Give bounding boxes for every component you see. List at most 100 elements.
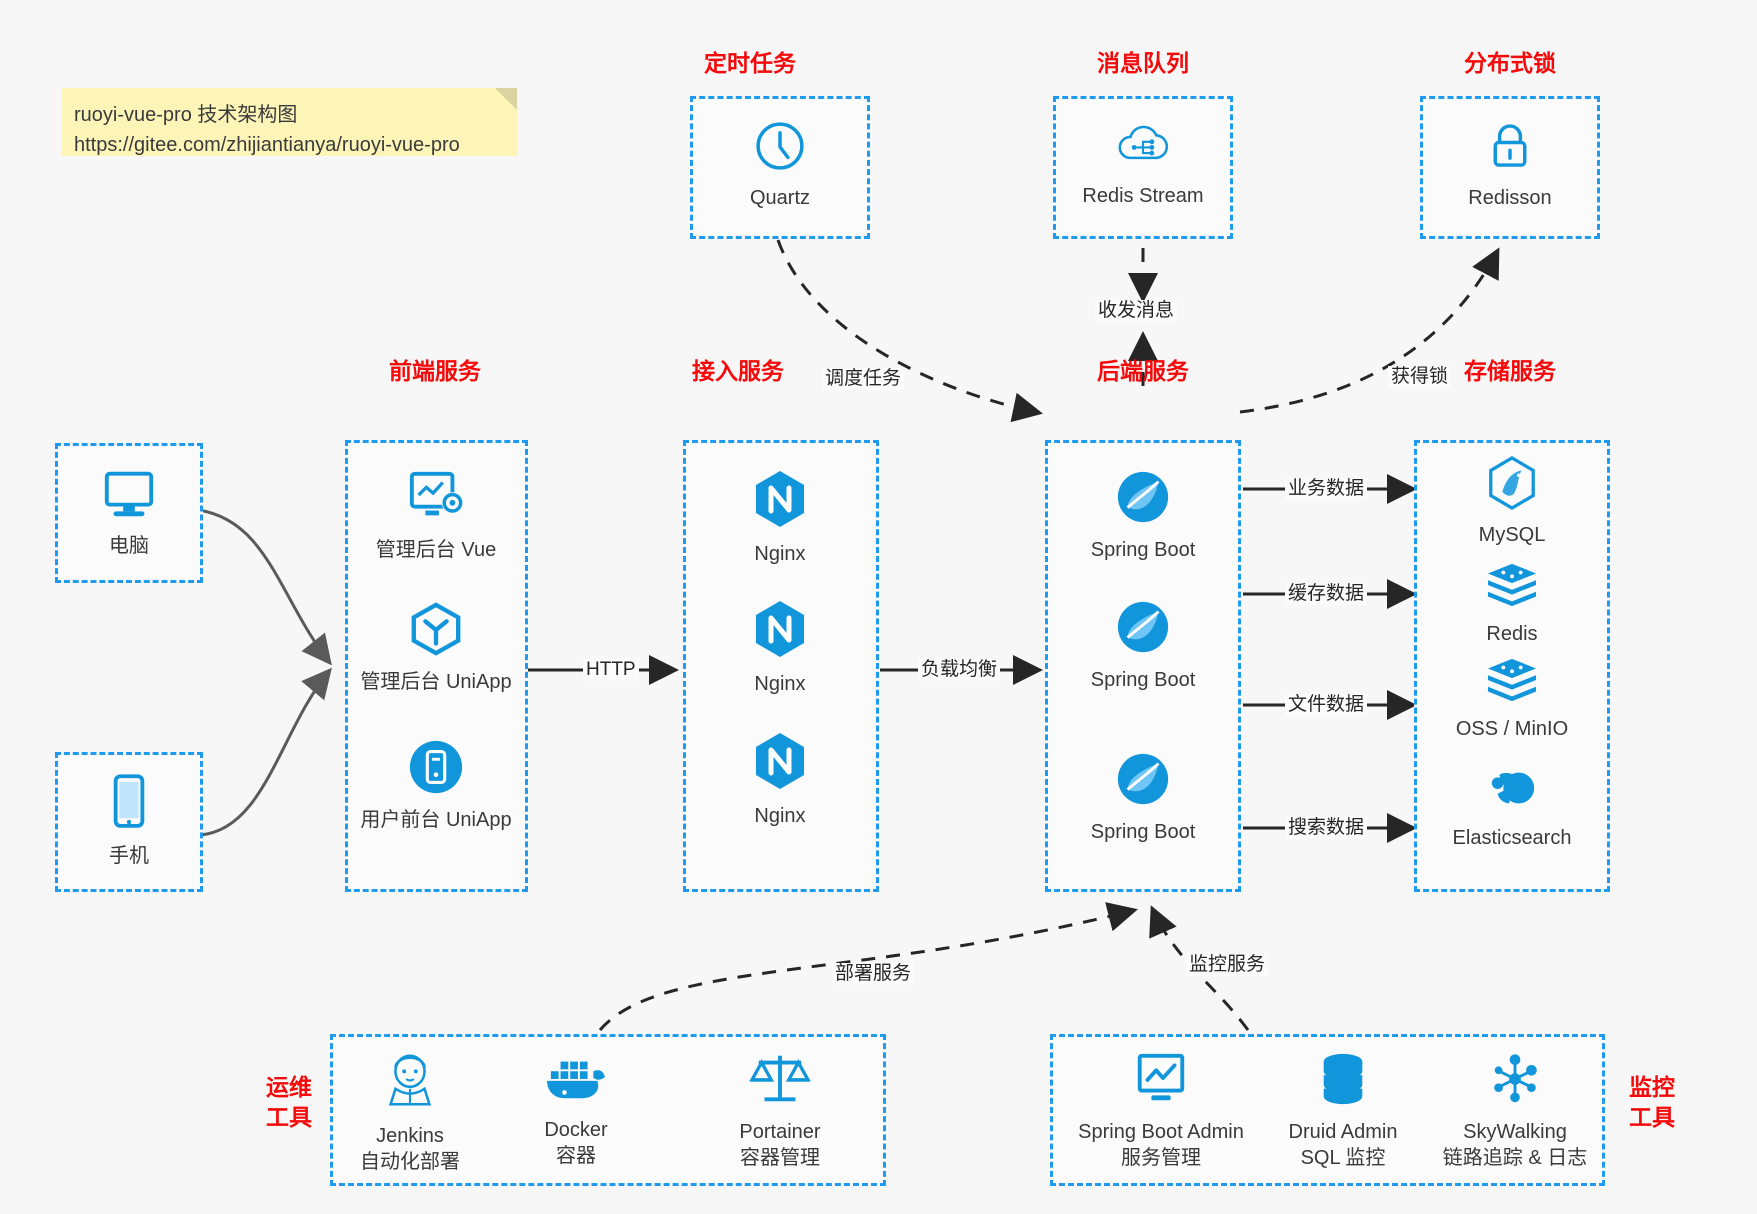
edge-label-schedule-task: 调度任务 <box>822 368 905 390</box>
group-box-message-queue <box>1053 96 1233 239</box>
node-admin-uniapp[interactable]: 管理后台 UniApp <box>356 600 516 695</box>
node-nginx-2[interactable]: Nginx <box>700 598 860 697</box>
node-label: Nginx <box>754 673 806 695</box>
edge-label-monitor-service: 监控服务 <box>1186 954 1269 976</box>
group-box-distributed-lock <box>1420 96 1600 239</box>
group-title-message-queue: 消息队列 <box>1097 50 1189 76</box>
node-spring-boot-1[interactable]: Spring Boot <box>1063 468 1223 563</box>
redis-icon <box>1484 560 1540 615</box>
node-skywalking[interactable]: SkyWalking 链路追踪 & 日志 <box>1420 1050 1610 1171</box>
node-jenkins[interactable]: Jenkins 自动化部署 <box>330 1050 490 1175</box>
spring-boot-icon <box>1114 750 1172 813</box>
edge-label-business-data: 业务数据 <box>1285 478 1368 500</box>
node-label: 电脑 <box>109 535 149 557</box>
group-title-gateway: 接入服务 <box>692 358 784 384</box>
diagram-note: ruoyi-vue-pro 技术架构图 https://gitee.com/zh… <box>62 88 517 156</box>
uniapp-cube-icon <box>408 600 464 663</box>
node-label: Nginx <box>754 543 806 565</box>
group-title-scheduled-tasks: 定时任务 <box>704 50 796 76</box>
edge-label-acquire-lock: 获得锁 <box>1388 366 1452 388</box>
cloud-stream-icon <box>1114 118 1172 177</box>
node-druid-admin[interactable]: Druid Admin SQL 监控 <box>1263 1050 1423 1171</box>
node-label: Spring Boot <box>1090 821 1196 843</box>
edge-label-search-data: 搜索数据 <box>1285 817 1368 839</box>
node-sublabel: 容器管理 <box>740 1147 820 1169</box>
node-label: SkyWalking <box>1463 1121 1567 1143</box>
note-title: ruoyi-vue-pro 技术架构图 <box>74 104 298 126</box>
node-label: 管理后台 UniApp <box>360 671 512 693</box>
node-user-uniapp[interactable]: 用户前台 UniApp <box>356 738 516 833</box>
group-title-devops-line1: 运维 <box>266 1074 312 1100</box>
node-nginx-3[interactable]: Nginx <box>700 730 860 829</box>
group-title-monitor-line2: 工具 <box>1629 1104 1675 1130</box>
node-nginx-1[interactable]: Nginx <box>700 468 860 567</box>
spring-boot-icon <box>1114 598 1172 661</box>
mysql-icon <box>1485 455 1539 516</box>
node-label: Spring Boot <box>1090 669 1196 691</box>
node-spring-boot-admin[interactable]: Spring Boot Admin 服务管理 <box>1066 1050 1256 1171</box>
node-sublabel: 服务管理 <box>1121 1147 1201 1169</box>
oss-icon <box>1484 655 1540 710</box>
group-title-monitor: 监控 工具 <box>1617 1072 1687 1132</box>
lock-icon <box>1484 118 1536 179</box>
node-sublabel: 链路追踪 & 日志 <box>1442 1147 1588 1169</box>
node-label: Redis <box>1486 623 1538 645</box>
dashboard-icon <box>404 468 468 531</box>
node-spring-boot-2[interactable]: Spring Boot <box>1063 598 1223 693</box>
node-phone[interactable]: 手机 <box>49 772 209 869</box>
node-pc[interactable]: 电脑 <box>49 466 209 559</box>
group-title-frontend: 前端服务 <box>389 358 481 384</box>
node-quartz[interactable]: Quartz <box>700 118 860 211</box>
note-fold-corner <box>495 88 517 110</box>
node-redisson[interactable]: Redisson <box>1430 118 1590 211</box>
node-label: Jenkins <box>376 1125 444 1147</box>
database-icon <box>1315 1050 1371 1113</box>
node-admin-vue[interactable]: 管理后台 Vue <box>356 468 516 563</box>
group-title-devops: 运维 工具 <box>254 1072 324 1132</box>
node-label: Spring Boot Admin <box>1078 1121 1244 1143</box>
node-label: OSS / MinIO <box>1455 718 1569 740</box>
group-title-distributed-lock: 分布式锁 <box>1464 50 1556 76</box>
node-sublabel: 容器 <box>556 1145 596 1167</box>
node-label: Portainer <box>739 1121 821 1143</box>
edge-label-file-data: 文件数据 <box>1285 694 1368 716</box>
node-label: Nginx <box>754 805 806 827</box>
nginx-icon <box>751 730 809 797</box>
edge-label-deploy-service: 部署服务 <box>832 963 915 985</box>
mobile-icon <box>108 772 150 837</box>
node-label: Elasticsearch <box>1452 827 1572 849</box>
node-redis[interactable]: Redis <box>1432 560 1592 647</box>
node-elasticsearch[interactable]: Elasticsearch <box>1432 762 1592 851</box>
node-redis-stream[interactable]: Redis Stream <box>1063 118 1223 209</box>
node-label: Redisson <box>1468 187 1552 209</box>
nginx-icon <box>751 598 809 665</box>
node-mysql[interactable]: MySQL <box>1432 455 1592 548</box>
clock-icon <box>752 118 808 179</box>
node-label: Docker <box>544 1119 608 1141</box>
node-spring-boot-3[interactable]: Spring Boot <box>1063 750 1223 845</box>
edge-label-cache-data: 缓存数据 <box>1285 583 1368 605</box>
node-label: Druid Admin <box>1288 1121 1398 1143</box>
node-label: Quartz <box>749 187 811 209</box>
node-oss-minio[interactable]: OSS / MinIO <box>1432 655 1592 742</box>
node-label: MySQL <box>1478 524 1546 546</box>
mobile-app-icon <box>407 738 465 801</box>
spring-boot-icon <box>1114 468 1172 531</box>
group-box-storage <box>1414 440 1610 892</box>
group-title-storage: 存储服务 <box>1464 358 1556 384</box>
monitor-chart-icon <box>1130 1050 1192 1113</box>
group-title-backend: 后端服务 <box>1097 358 1189 384</box>
node-label: 用户前台 UniApp <box>360 809 512 831</box>
nginx-icon <box>751 468 809 535</box>
group-title-monitor-line1: 监控 <box>1629 1074 1675 1100</box>
node-label: 手机 <box>109 845 149 867</box>
edge-label-send-receive-message: 收发消息 <box>1095 300 1178 322</box>
node-label: 管理后台 Vue <box>375 539 497 561</box>
group-title-devops-line2: 工具 <box>266 1104 312 1130</box>
docker-icon <box>543 1050 609 1111</box>
node-docker[interactable]: Docker 容器 <box>496 1050 656 1169</box>
node-portainer[interactable]: Portainer 容器管理 <box>700 1048 860 1171</box>
node-sublabel: SQL 监控 <box>1300 1147 1386 1169</box>
skywalking-icon <box>1486 1050 1544 1113</box>
elasticsearch-icon <box>1484 762 1540 819</box>
